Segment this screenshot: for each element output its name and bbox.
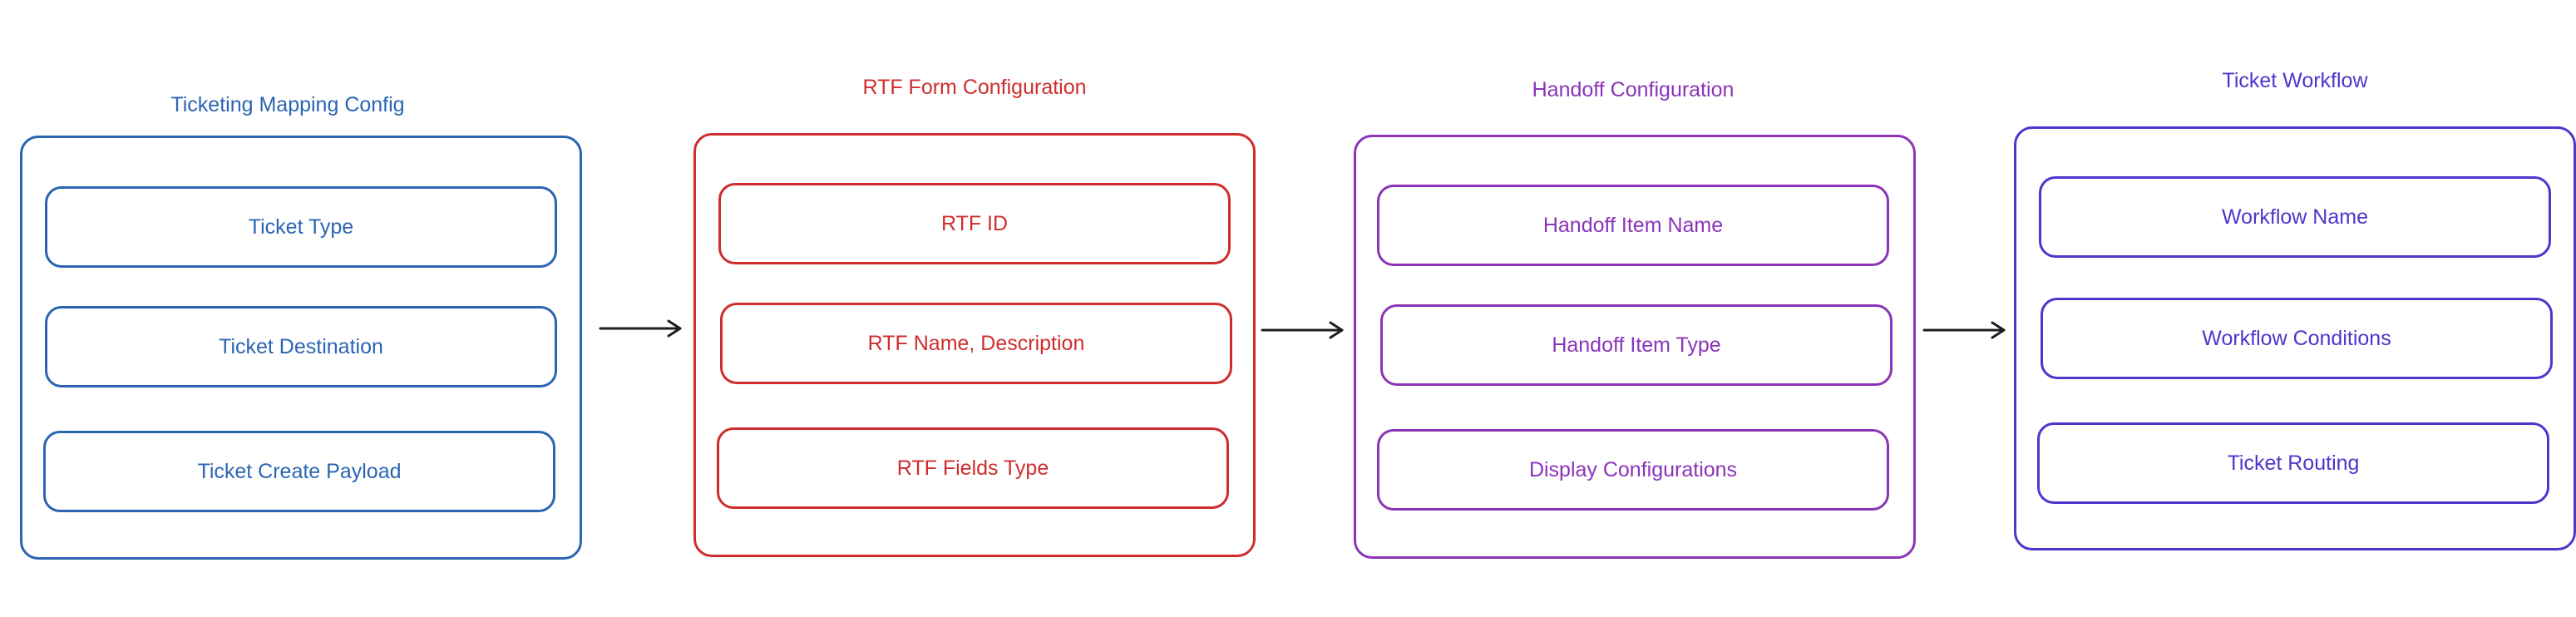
item-workflow-name: Workflow Name	[2039, 176, 2551, 258]
flow-arrow-1	[599, 319, 682, 338]
item-ticket-destination: Ticket Destination	[45, 306, 557, 387]
item-rtf-name-description: RTF Name, Description	[720, 303, 1232, 384]
item-ticket-type: Ticket Type	[45, 186, 557, 268]
group-box-ticket-workflow	[2014, 126, 2576, 550]
item-display-configurations: Display Configurations	[1377, 429, 1889, 511]
item-handoff-item-name: Handoff Item Name	[1377, 185, 1889, 266]
item-rtf-fields-type: RTF Fields Type	[717, 427, 1229, 509]
item-ticket-create-payload: Ticket Create Payload	[43, 431, 555, 512]
group-title-handoff-configuration: Handoff Configuration	[1532, 78, 1735, 101]
group-title-ticketing-mapping-config: Ticketing Mapping Config	[170, 93, 405, 116]
group-title-ticket-workflow: Ticket Workflow	[2222, 69, 2368, 92]
flow-arrow-3	[1922, 321, 2006, 339]
item-workflow-conditions: Workflow Conditions	[2041, 298, 2553, 379]
group-title-rtf-form-configuration: RTF Form Configuration	[862, 76, 1087, 99]
item-handoff-item-type: Handoff Item Type	[1380, 304, 1893, 386]
group-box-ticketing-mapping-config	[20, 136, 582, 560]
item-ticket-routing: Ticket Routing	[2037, 422, 2549, 504]
flow-arrow-2	[1261, 321, 1344, 339]
group-box-handoff-configuration	[1354, 135, 1916, 559]
item-rtf-id: RTF ID	[718, 183, 1231, 264]
group-box-rtf-form-configuration	[693, 133, 1256, 557]
